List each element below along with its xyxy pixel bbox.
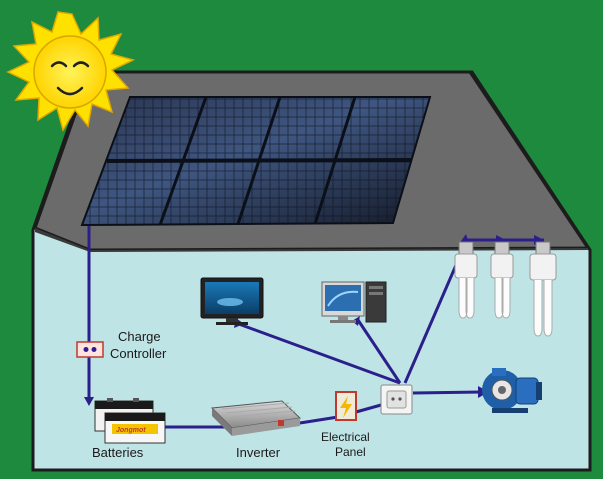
sun-icon	[6, 11, 136, 132]
electrical-panel-icon	[335, 391, 357, 421]
light-bulb-icon	[490, 241, 514, 319]
battery-brand: Jongmot	[116, 427, 146, 434]
tv-icon	[200, 277, 264, 325]
battery-icon: Jongmot	[94, 398, 166, 444]
water-pump-icon	[482, 368, 542, 413]
light-bulb-icon	[529, 241, 557, 337]
computer-icon	[321, 281, 387, 323]
electrical-panel-label-1: Electrical	[321, 430, 370, 444]
charge-controller-label-2: Controller	[110, 346, 167, 361]
electrical-panel-label-2: Panel	[335, 445, 366, 459]
batteries-label: Batteries	[92, 445, 144, 460]
solar-panel-icon	[80, 96, 432, 227]
charge-controller-icon	[76, 341, 104, 358]
junction-box-icon	[380, 384, 413, 415]
roof-wall-edge	[35, 228, 588, 252]
inverter-icon	[210, 400, 302, 436]
charge-controller-label-1: Charge	[118, 329, 161, 344]
inverter-label: Inverter	[236, 445, 281, 460]
light-bulb-icon	[454, 241, 478, 319]
